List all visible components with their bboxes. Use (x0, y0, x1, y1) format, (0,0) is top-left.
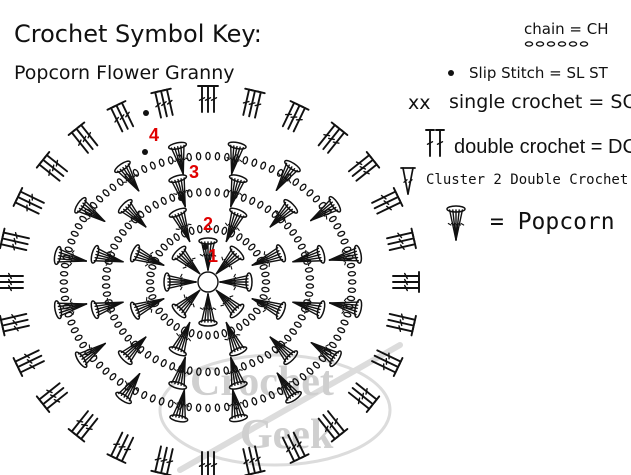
dc-group (35, 151, 69, 182)
popcorn-flower-granny-chart (0, 85, 420, 475)
dc-group (347, 382, 381, 413)
chain-symbol-icon (524, 41, 589, 47)
dc-group (198, 451, 218, 475)
key-chain-label: chain = CH (524, 20, 609, 38)
round2-popcorn (251, 297, 287, 320)
round3-popcorn (269, 336, 299, 366)
dc-group (392, 271, 420, 293)
dc-group (371, 186, 404, 215)
round4-popcorn (227, 389, 249, 423)
key-slip-stitch-label: Slip Stitch = SL ST (469, 64, 608, 82)
dc-group (12, 349, 45, 378)
dc-group (317, 121, 349, 154)
round1-popcorn (198, 293, 218, 327)
round4-popcorn (226, 141, 247, 175)
dc-group (67, 410, 99, 443)
round2-popcorn (225, 207, 248, 243)
round1-popcorn (215, 245, 245, 275)
round2-popcorn (168, 321, 191, 357)
round-label: 4 (149, 125, 159, 145)
round2-popcorn (251, 244, 287, 268)
round4-popcorn (276, 372, 302, 404)
dc-group (386, 227, 417, 251)
page-title: Crochet Symbol Key: (14, 20, 262, 48)
dc-mark (435, 129, 445, 157)
dc-group (150, 445, 174, 475)
round-label: 3 (189, 162, 199, 182)
round3-popcorn (269, 198, 299, 228)
dc-group (0, 313, 30, 337)
single-crochet-symbol-icon: xx (408, 92, 431, 114)
key-single-crochet-label: single crochet = SC (449, 91, 631, 113)
dc-group (242, 445, 266, 475)
round3-popcorn (168, 174, 190, 208)
round4-popcorn (329, 297, 363, 319)
pattern-name: Popcorn Flower Granny (14, 62, 235, 84)
dc-group (67, 121, 99, 154)
round3-popcorn (226, 356, 248, 390)
dc-group (150, 87, 174, 119)
round1-popcorn (163, 272, 197, 292)
round2-popcorn (224, 321, 248, 357)
double-crochet-symbol-icon (425, 129, 445, 157)
round4-popcorn (53, 245, 87, 267)
round2-popcorn (129, 296, 165, 320)
round4-popcorn (74, 342, 106, 369)
round3-popcorn (90, 297, 124, 320)
round3-popcorn (226, 174, 248, 208)
round3-popcorn (292, 298, 326, 320)
outer-round-dc-groups (0, 85, 420, 475)
dc-group (386, 313, 417, 337)
round4-popcorn (115, 373, 141, 405)
dc-group (281, 100, 310, 133)
round3-popcorn (90, 244, 124, 266)
dc-group (0, 227, 30, 251)
round4-popcorn (167, 141, 189, 175)
key-cluster-label: Cluster 2 Double Crochet (426, 172, 629, 188)
dc-group (106, 100, 135, 133)
cluster-symbol-icon (400, 167, 416, 195)
cluster-mark (400, 167, 416, 195)
round-label: 1 (208, 246, 218, 266)
round1-popcorn (215, 289, 245, 319)
watermark: Crochet Geek (158, 342, 403, 473)
dc-group (371, 349, 404, 378)
round4-popcorn (328, 244, 363, 266)
round4-popcorn (74, 196, 106, 222)
round4-popcorn (310, 195, 342, 222)
round4-popcorn (310, 342, 342, 368)
watermark-text-1: Crochet (190, 359, 334, 405)
round-label: 2 (203, 214, 213, 234)
dc-group (0, 272, 24, 292)
round4-popcorn (169, 389, 190, 423)
round3-popcorn (117, 198, 147, 228)
dc-group (281, 431, 310, 464)
dc-group (347, 151, 381, 182)
round2-popcorn (168, 207, 192, 243)
round4-popcorn (275, 159, 301, 191)
round1-popcorn (219, 272, 253, 292)
dc-group (197, 85, 219, 113)
round3-popcorn (168, 356, 190, 390)
round1-popcorn (171, 245, 201, 275)
round2-popcorn (129, 244, 165, 267)
popcorn-mark (446, 205, 466, 241)
round3-popcorn (292, 244, 326, 267)
slip-stitch-symbol-icon (448, 70, 454, 76)
dc-group (106, 431, 135, 464)
dc-group (12, 186, 45, 215)
dc-group (317, 410, 349, 443)
key-double-crochet-label: double crochet = DC (454, 136, 631, 158)
round4-popcorn (114, 160, 140, 192)
key-popcorn-label: = Popcorn (490, 209, 615, 235)
round3-popcorn (117, 336, 147, 366)
round4-popcorn (53, 298, 88, 320)
popcorn-symbol-icon (446, 205, 466, 241)
dc-mark (425, 129, 435, 157)
dc-group (35, 382, 69, 413)
round1-popcorn (171, 289, 201, 319)
dc-group (242, 87, 266, 119)
